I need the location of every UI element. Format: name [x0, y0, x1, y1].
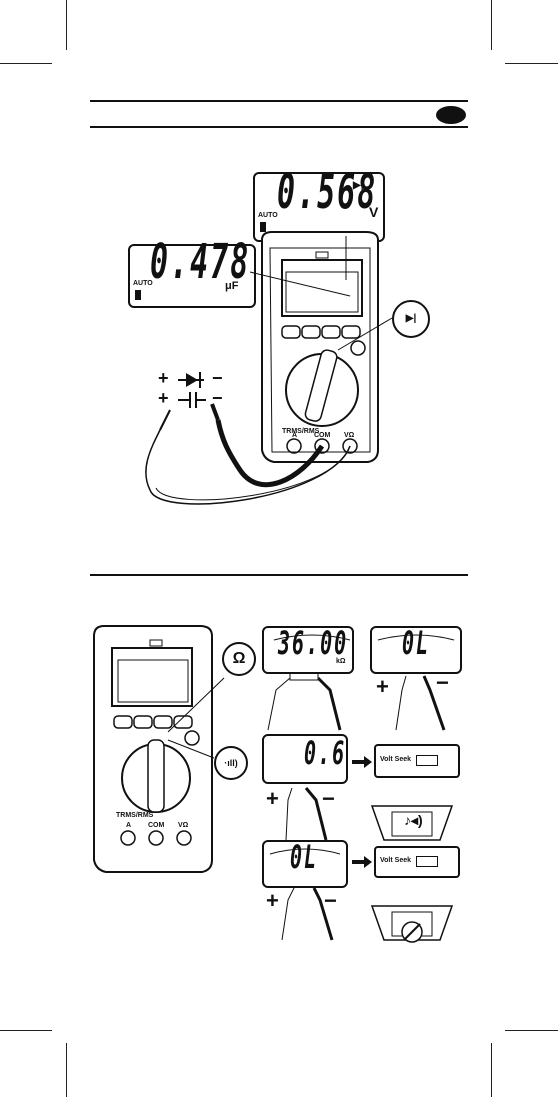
minus-sign: − [324, 888, 337, 914]
plus-sign: + [266, 786, 279, 812]
volt-seek-label: Volt Seek [380, 756, 411, 763]
lcd-panel-1: 36.00 kΩ [262, 626, 354, 674]
minus-sign: − [436, 670, 449, 696]
volt-seek-label: Volt Seek [380, 857, 411, 864]
jack-a: A [126, 822, 131, 829]
plus-sign: + [376, 674, 389, 700]
panel4-value: 0L [290, 838, 318, 876]
lcd-panel-2: 0L [370, 626, 462, 674]
volt-seek-display: Volt Seek [374, 744, 460, 778]
panel1-unit: kΩ [336, 658, 346, 665]
panel3-value: 0.6 [304, 734, 346, 772]
minus-sign: − [322, 786, 335, 812]
panel1-value: 36.00 [278, 624, 348, 662]
lcd-panel-3: 0.6 [262, 734, 348, 784]
ohm-callout: Ω [222, 642, 256, 676]
sound-note-icon: ♪◂) [404, 812, 423, 829]
sound-callout: ·ıll) [214, 746, 248, 780]
volt-seek-display-2: Volt Seek [374, 846, 460, 878]
plus-sign: + [266, 888, 279, 914]
lcd-panel-4: 0L [262, 840, 348, 888]
jack-v: VΩ [178, 822, 188, 829]
panel2-value: 0L [402, 624, 430, 662]
jack-com: COM [148, 822, 164, 829]
model-label: TRMS/RMS [116, 812, 153, 819]
